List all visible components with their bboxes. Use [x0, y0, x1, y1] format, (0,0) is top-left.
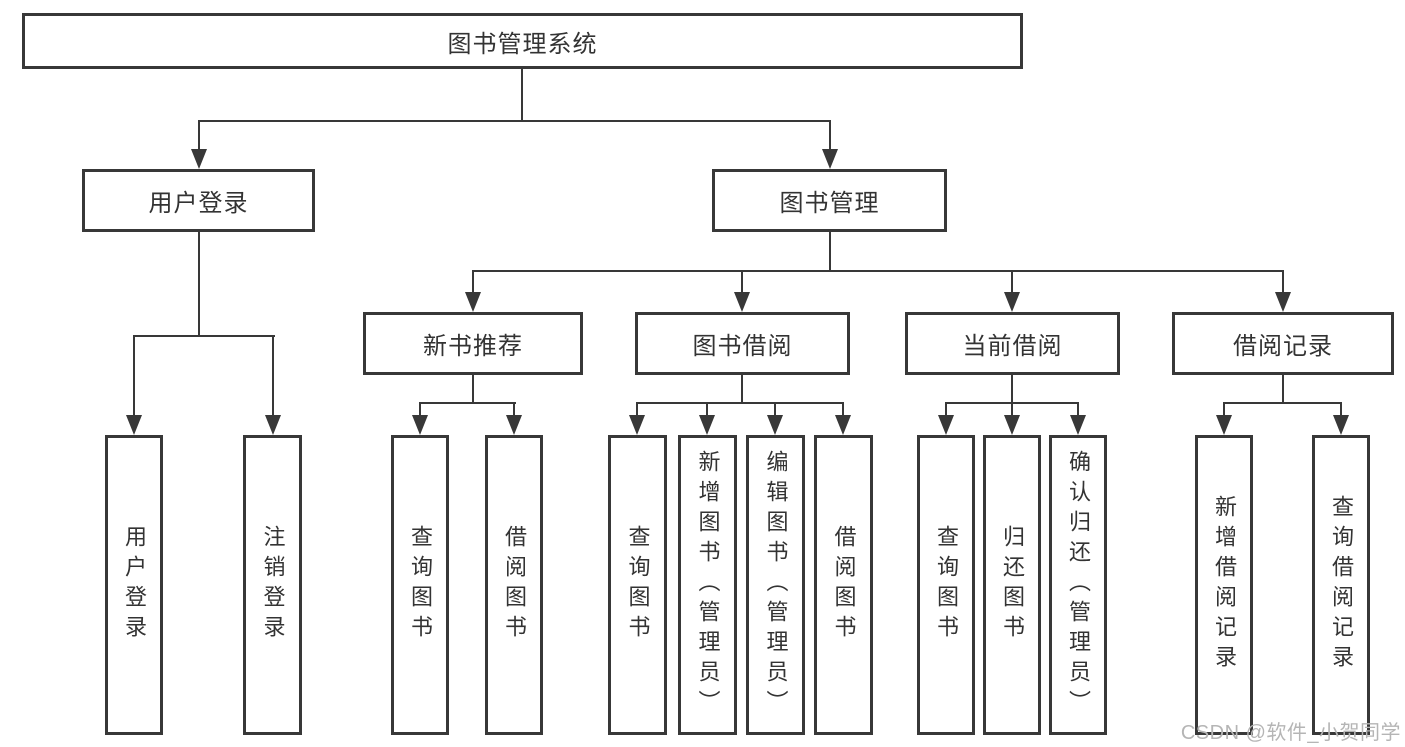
connector-root-rail [198, 120, 831, 122]
leaf-query-borrow-record: 查询借阅记录 [1312, 435, 1370, 735]
connector-level3-rail [472, 270, 1284, 272]
arrow-down-icon [191, 149, 207, 169]
leaf-current-query-books: 查询图书 [917, 435, 975, 735]
connector-group-down [741, 375, 743, 404]
arrow-down-icon [1004, 292, 1020, 312]
node-current-borrow: 当前借阅 [905, 312, 1120, 375]
connector-group-rail [419, 402, 516, 404]
connector-leaf-stem [1077, 402, 1079, 417]
arrow-down-icon [412, 415, 428, 435]
connector-group-rail [1223, 402, 1342, 404]
connector-leaf-stem [1223, 402, 1225, 417]
connector-user-login-stem [198, 120, 200, 150]
node-borrow-record-label: 借阅记录 [1233, 333, 1333, 360]
leaf-newbook-query-books-label: 查询图书 [408, 525, 433, 645]
node-user-login: 用户登录 [82, 169, 315, 232]
connector-leaf-stem [419, 402, 421, 417]
leaf-user-login-label: 用户登录 [122, 525, 147, 645]
node-book-management: 图书管理 [712, 169, 947, 232]
arrow-down-icon [1004, 415, 1020, 435]
connector-level3-stem [1011, 270, 1013, 294]
arrow-down-icon [699, 415, 715, 435]
connector-leaf-stem [636, 402, 638, 417]
node-book-borrow-label: 图书借阅 [692, 333, 793, 360]
node-book-borrow: 图书借阅 [635, 312, 850, 375]
connector-leaf-stem [842, 402, 844, 417]
arrow-down-icon [629, 415, 645, 435]
arrow-down-icon [822, 149, 838, 169]
leaf-current-query-books-label: 查询图书 [934, 525, 959, 645]
leaf-newbook-borrow-books-label: 借阅图书 [502, 525, 527, 645]
arrow-down-icon [938, 415, 954, 435]
leaf-add-borrow-record-label: 新增借阅记录 [1212, 495, 1237, 675]
connector-leaf-stem [513, 402, 515, 417]
arrow-down-icon [1070, 415, 1086, 435]
arrow-down-icon [1333, 415, 1349, 435]
connector-leaf-stem [706, 402, 708, 417]
connector-leaf-stem [133, 335, 135, 417]
arrow-down-icon [1216, 415, 1232, 435]
leaf-return-books-label: 归还图书 [1000, 525, 1025, 645]
connector-leaf-stem [774, 402, 776, 417]
connector-book-management-down [829, 232, 831, 272]
leaf-return-books: 归还图书 [983, 435, 1041, 735]
arrow-down-icon [506, 415, 522, 435]
connector-level3-stem [1282, 270, 1284, 294]
leaf-newbook-query-books: 查询图书 [391, 435, 449, 735]
leaf-add-book-admin: 新增图书（管理员） [678, 435, 737, 735]
node-book-management-label: 图书管理 [779, 190, 880, 217]
connector-leaf-stem [945, 402, 947, 417]
leaf-add-borrow-record: 新增借阅记录 [1195, 435, 1253, 735]
leaf-logout: 注销登录 [243, 435, 302, 735]
connector-group-down [472, 375, 474, 404]
leaf-confirm-return-admin-label: 确认归还（管理员） [1066, 450, 1091, 720]
leaf-newbook-borrow-books: 借阅图书 [485, 435, 543, 735]
node-new-book-recommend-label: 新书推荐 [423, 333, 523, 360]
connector-leaf-stem [1011, 402, 1013, 417]
arrow-down-icon [465, 292, 481, 312]
connector-root-stem [521, 69, 523, 121]
leaf-user-login: 用户登录 [105, 435, 163, 735]
connector-level3-stem [741, 270, 743, 294]
node-root-label: 图书管理系统 [447, 30, 598, 58]
leaf-borrow-query-books-label: 查询图书 [625, 525, 651, 645]
node-new-book-recommend: 新书推荐 [363, 312, 583, 375]
connector-level3-stem [472, 270, 474, 294]
connector-leaf-stem [272, 335, 274, 417]
connector-leaf-stem [1340, 402, 1342, 417]
connector-group-rail [636, 402, 844, 404]
connector-user-login-down [198, 232, 200, 336]
leaf-logout-label: 注销登录 [260, 525, 286, 645]
connector-user-login-rail [133, 335, 275, 337]
leaf-confirm-return-admin: 确认归还（管理员） [1049, 435, 1107, 735]
csdn-watermark: CSDN @软件_小贺同学 [1180, 722, 1401, 744]
arrow-down-icon [835, 415, 851, 435]
leaf-edit-book-admin-label: 编辑图书（管理员） [763, 450, 789, 720]
connector-book-management-stem [829, 120, 831, 150]
node-borrow-record: 借阅记录 [1172, 312, 1394, 375]
arrow-down-icon [734, 292, 750, 312]
arrow-down-icon [767, 415, 783, 435]
connector-group-down [1282, 375, 1284, 404]
connector-group-down [1011, 375, 1013, 404]
leaf-query-borrow-record-label: 查询借阅记录 [1329, 495, 1354, 675]
leaf-borrow-borrow-books: 借阅图书 [814, 435, 873, 735]
leaf-edit-book-admin: 编辑图书（管理员） [746, 435, 805, 735]
leaf-borrow-query-books: 查询图书 [608, 435, 667, 735]
arrow-down-icon [126, 415, 142, 435]
arrow-down-icon [1275, 292, 1291, 312]
leaf-add-book-admin-label: 新增图书（管理员） [695, 450, 721, 720]
leaf-borrow-borrow-books-label: 借阅图书 [831, 525, 857, 645]
arrow-down-icon [265, 415, 281, 435]
node-current-borrow-label: 当前借阅 [962, 333, 1063, 360]
node-user-login-label: 用户登录 [148, 190, 249, 217]
node-root: 图书管理系统 [22, 13, 1023, 69]
